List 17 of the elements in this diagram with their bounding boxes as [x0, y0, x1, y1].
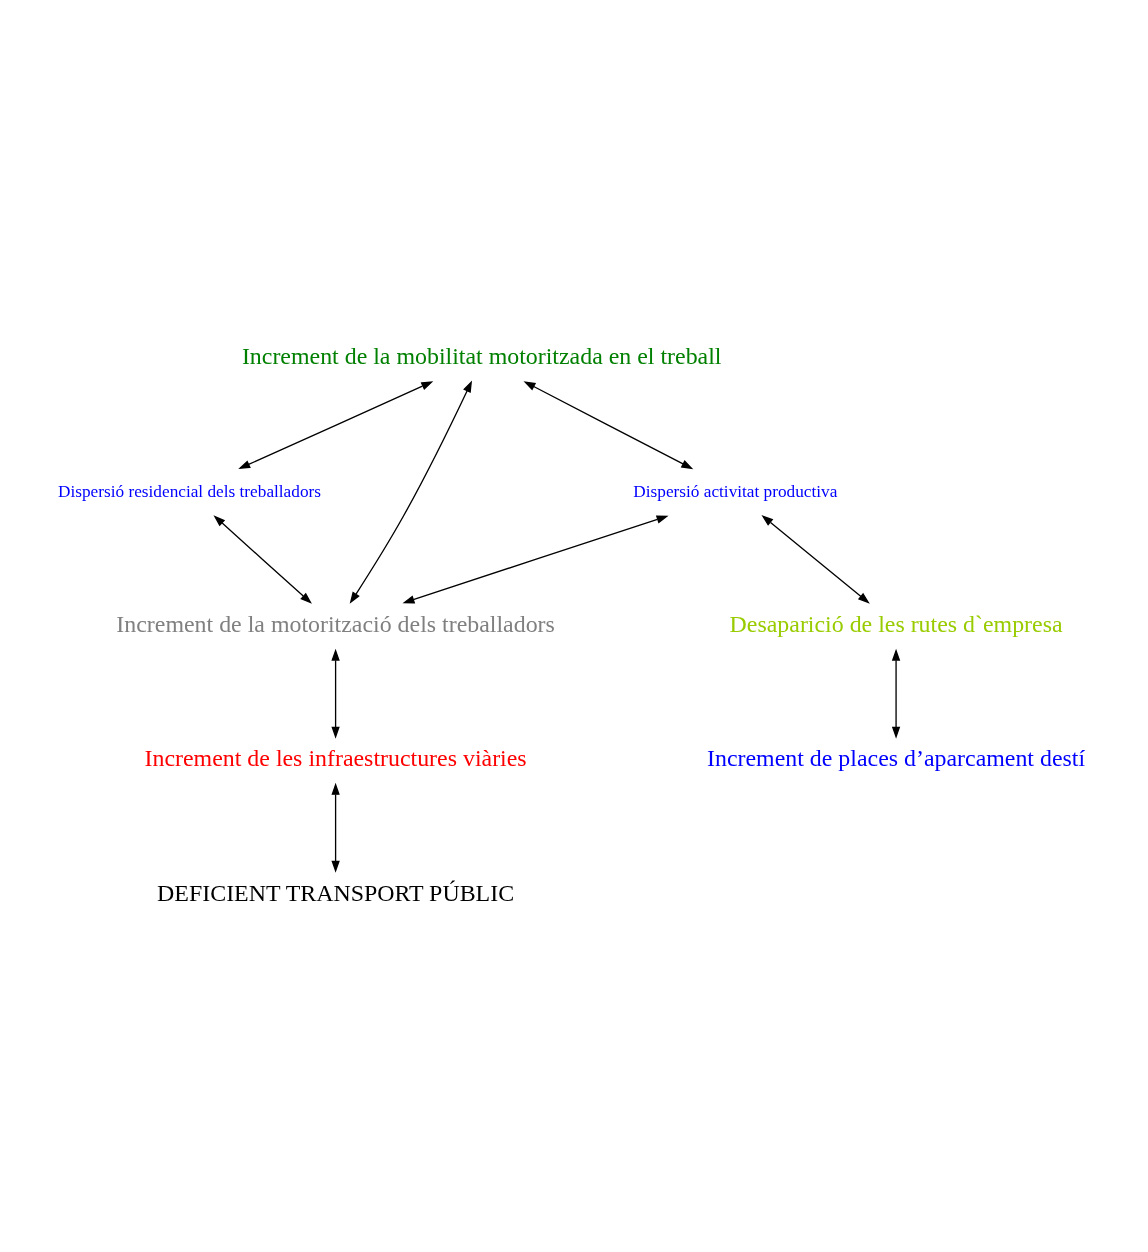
node-text: DEFICIENT TRANSPORT PÚBLIC: [157, 879, 515, 906]
node-text: Dispersió activitat productiva: [633, 481, 838, 501]
node-text: Desaparició de les rutes d`empresa: [729, 610, 1063, 637]
arrow: [523, 380, 694, 469]
arrow: [331, 782, 340, 873]
node-text: Dispersió residencial dels treballadors: [58, 481, 321, 501]
arrow: [349, 379, 473, 604]
arrow: [402, 514, 669, 603]
node-text: Increment de la mobilitat motoritzada en el treball: [241, 342, 722, 369]
arrow: [891, 648, 901, 739]
node-text: Increment de les infraestructures viàries: [144, 744, 527, 771]
arrow: [213, 514, 312, 604]
node-text: Increment de la motorització dels treballadors: [116, 610, 555, 637]
arrow: [238, 380, 434, 469]
node-text: Increment de places d’aparcament destí: [707, 744, 1086, 771]
arrow: [331, 648, 340, 739]
arrow: [761, 514, 870, 604]
